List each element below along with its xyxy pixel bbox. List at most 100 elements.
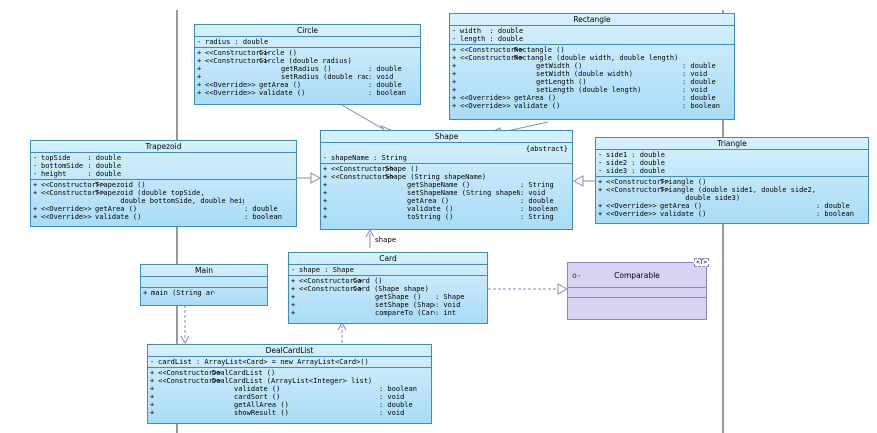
attribute-row: -side2 : double	[598, 159, 866, 167]
visibility-marker: +	[197, 73, 202, 81]
operation-row: +showResult (): void	[150, 409, 429, 417]
class-main[interactable]: Main+main (String args[]) : void	[140, 264, 268, 306]
visibility-marker: +	[598, 186, 603, 194]
operation-row: +<<Override>>validate (): boolean	[452, 102, 732, 110]
stereotype: <<Constructor>>	[158, 377, 222, 385]
return-type	[368, 57, 418, 65]
return-type: : boolean	[244, 213, 282, 221]
stereotype: <<Constructor>>	[158, 369, 222, 377]
return-type	[435, 285, 485, 293]
attribute-row: -radius : double	[197, 38, 418, 46]
visibility-marker: +	[598, 178, 603, 186]
return-type: : int	[435, 309, 457, 317]
class-dealcardlist[interactable]: DealCardList-cardList : ArrayList<Card> …	[147, 344, 432, 424]
class-trapezoid[interactable]: Trapezoid-topSide : double-bottomSide : …	[30, 140, 297, 227]
visibility-marker: +	[452, 62, 457, 70]
operation-name: getArea ()	[407, 197, 450, 205]
operation-name: getWidth ()	[536, 62, 583, 70]
return-type: : double	[816, 202, 850, 210]
visibility-marker: +	[150, 369, 155, 377]
interface-title: o- Comparable	[568, 263, 706, 288]
class-rectangle[interactable]: Rectangle-width : double-length : double…	[449, 13, 735, 120]
operation-name: Rectangle ()	[514, 46, 565, 54]
return-type: : double	[682, 62, 716, 70]
class-card[interactable]: Card-shape : Shape+<<Constructor>>Card (…	[288, 252, 488, 324]
visibility-marker: +	[150, 385, 155, 393]
visibility-marker: +	[323, 165, 328, 173]
operation-name: validate ()	[660, 210, 707, 218]
attribute-row: -cardList : ArrayList<Card> = new ArrayL…	[150, 358, 429, 366]
return-type: : void	[520, 189, 546, 197]
return-type	[682, 46, 732, 54]
visibility-marker: -	[323, 154, 328, 162]
stereotype	[606, 194, 660, 202]
stereotype: <<Override>>	[41, 213, 92, 221]
visibility-marker: -	[452, 27, 457, 35]
operation-row: +<<Override>>validate (): boolean	[598, 210, 866, 218]
stereotype: <<Constructor>>	[41, 189, 105, 197]
operation-row: +<<Constructor>>Trapezoid (double topSid…	[33, 189, 294, 197]
attributes-section	[141, 277, 267, 288]
stereotype	[331, 181, 385, 189]
return-type: : String	[520, 181, 554, 189]
return-type	[379, 377, 429, 385]
visibility-marker: +	[33, 205, 38, 213]
stereotype	[331, 189, 385, 197]
operation-row: +getRadius (): double	[197, 65, 418, 73]
visibility-marker: +	[150, 393, 155, 401]
visibility-marker: +	[323, 173, 328, 181]
class-name: Rectangle	[450, 14, 734, 26]
operation-name: validate ()	[514, 102, 561, 110]
operation-row: +getShapeName (): String	[323, 181, 570, 189]
operation-row: +getArea (): double	[323, 197, 570, 205]
operation-name: setShapeName (String shapeName)	[407, 189, 520, 197]
type-parameter-badge: <T>	[694, 258, 709, 267]
operation-name: Triangle (double side1, double side2,	[660, 186, 816, 194]
operations-section: +<<Constructor>>Triangle ()+<<Constructo…	[596, 177, 868, 219]
stereotype: <<Constructor>>	[460, 54, 524, 62]
visibility-marker: +	[323, 205, 328, 213]
attributes-section: -radius : double	[195, 37, 420, 48]
interface-section-2	[568, 287, 706, 298]
class-triangle[interactable]: Triangle-side1 : double-side2 : double-s…	[595, 137, 869, 224]
operation-row: double bottomSide, double height)	[33, 197, 294, 205]
visibility-marker: +	[33, 181, 38, 189]
stereotype	[158, 385, 212, 393]
operation-name: setWidth (double width)	[536, 70, 633, 78]
stereotype: <<Override>>	[205, 89, 256, 97]
edge-circle-shape	[339, 103, 386, 131]
visibility-marker: +	[33, 189, 38, 197]
attributes-section: -shapeName : String	[321, 153, 572, 164]
operation-row: +setWidth (double width): void	[452, 70, 732, 78]
visibility-marker: +	[197, 49, 202, 57]
operations-section: +<<Constructor>>Trapezoid ()+<<Construct…	[31, 180, 296, 222]
return-type: : void	[435, 301, 461, 309]
operation-name: Circle (double radius)	[259, 57, 352, 65]
operation-name: Rectangle (double width, double length)	[514, 54, 679, 62]
class-shape[interactable]: Shape{abstract}-shapeName : String+<<Con…	[320, 130, 573, 230]
operation-row: +main (String args[]) : void	[143, 289, 265, 297]
operation-name: toString ()	[407, 213, 454, 221]
operation-row: +<<Override>>validate (): boolean	[197, 89, 418, 97]
class-name: Shape	[321, 131, 572, 143]
class-circle[interactable]: Circle-radius : double+<<Constructor>>Ci…	[194, 24, 421, 105]
visibility-marker: +	[291, 309, 296, 317]
operation-name: getArea ()	[259, 81, 302, 89]
interface-comparable[interactable]: o- Comparable <T>	[567, 258, 709, 320]
operation-name: main (String args[]) : void	[151, 289, 215, 297]
visibility-marker: +	[197, 65, 202, 73]
operations-section: +<<Constructor>>Rectangle ()+<<Construct…	[450, 45, 734, 111]
visibility-marker: +	[323, 181, 328, 189]
stereotype	[158, 393, 212, 401]
visibility-marker: -	[598, 159, 603, 167]
visibility-marker: +	[197, 89, 202, 97]
stereotype: <<Constructor>>	[606, 186, 670, 194]
stereotype: <<Constructor>>	[460, 46, 524, 54]
operation-name: Shape ()	[385, 165, 419, 173]
operation-row: +<<Constructor>>DealCardList ()	[150, 369, 429, 377]
visibility-marker: -	[291, 266, 296, 274]
visibility-marker: -	[598, 151, 603, 159]
operation-row: +cardSort (): void	[150, 393, 429, 401]
attribute-row: -width : double	[452, 27, 732, 35]
operation-row: +<<Constructor>>Rectangle (double width,…	[452, 54, 732, 62]
